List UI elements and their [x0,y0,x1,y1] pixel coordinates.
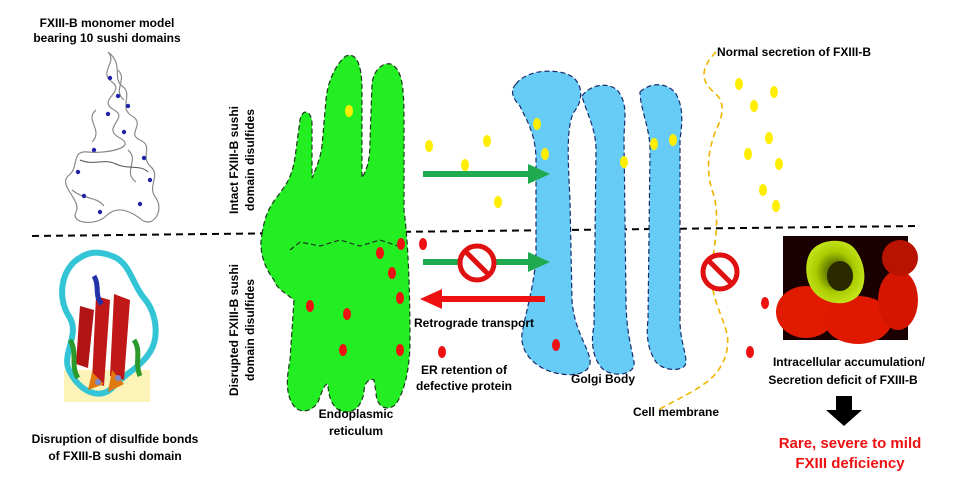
disruption-label-line1: Disruption of disulfide bonds [32,432,199,446]
monomer-title-line2: bearing 10 sushi domains [33,31,181,45]
accumulation-label-line2: Secretion deficit of FXIII-B [768,373,918,387]
endoplasmic-reticulum-shape [260,54,411,413]
normal-secretion-label: Normal secretion of FXIII-B [717,45,871,59]
defective-protein-dots [306,238,769,358]
retrograde-label: Retrograde transport [414,316,534,330]
blocked-transport-icon [457,243,497,283]
disruption-label-line2: of FXIII-B sushi domain [48,449,181,463]
er-label-line1: Endoplasmic [319,407,394,421]
cell-membrane-label: Cell membrane [633,405,719,419]
sushi-domain-image [59,249,159,402]
golgi-body-shape [511,70,687,376]
blocked-secretion-icon [700,252,740,292]
accumulation-label-line1: Intracellular accumulation/ [773,355,926,369]
disulfide-markers [75,75,153,215]
microscopy-image [776,236,918,344]
intact-label-line2: domain disulfides [243,109,257,211]
divider-line [31,225,921,237]
forward-transport-arrow [423,164,550,184]
monomer-structure-image [65,51,160,223]
cell-membrane-line [657,51,729,411]
deficiency-label-line1: Rare, severe to mild [779,435,922,452]
outcome-arrow [826,396,862,426]
disrupted-label-line1: Disrupted FXIII-B sushi [227,264,241,396]
er-retention-line1: ER retention of [421,363,508,377]
intact-label-line1: Intact FXIII-B sushi [227,106,241,214]
disrupted-label-line2: domain disulfides [243,279,257,381]
monomer-title-line1: FXIII-B monomer model [40,16,175,30]
golgi-label: Golgi Body [571,372,635,386]
normal-protein-dots [345,78,783,212]
retrograde-transport-arrow [420,289,545,309]
er-label-line2: reticulum [329,424,383,438]
er-retention-line2: defective protein [416,379,512,393]
deficiency-label-line2: FXIII deficiency [795,455,905,472]
